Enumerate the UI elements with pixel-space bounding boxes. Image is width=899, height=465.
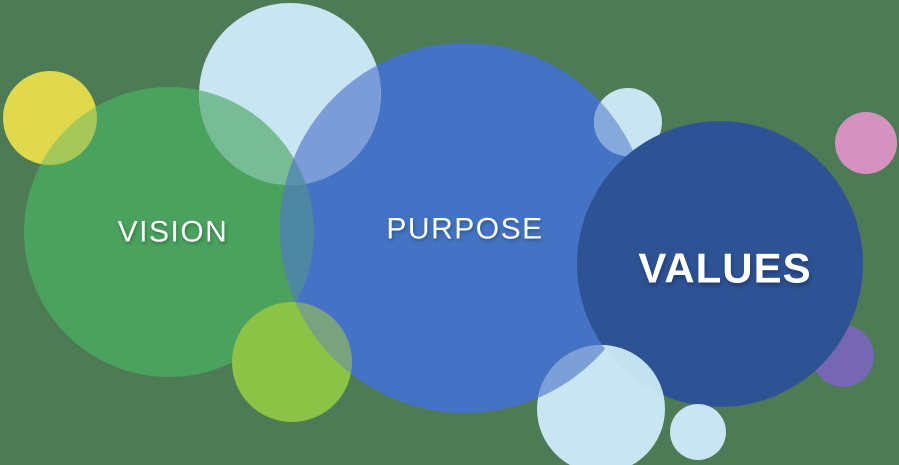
overlap-sky-green <box>199 87 314 185</box>
sky-bottom-small-circle <box>670 404 726 460</box>
purpose-label: PURPOSE <box>386 213 543 246</box>
values-label: VALUES <box>638 245 811 292</box>
values-circle <box>577 121 863 407</box>
pink-accent-circle <box>835 112 897 174</box>
vision-label: VISION <box>118 216 229 249</box>
purpose-circle <box>280 43 650 413</box>
